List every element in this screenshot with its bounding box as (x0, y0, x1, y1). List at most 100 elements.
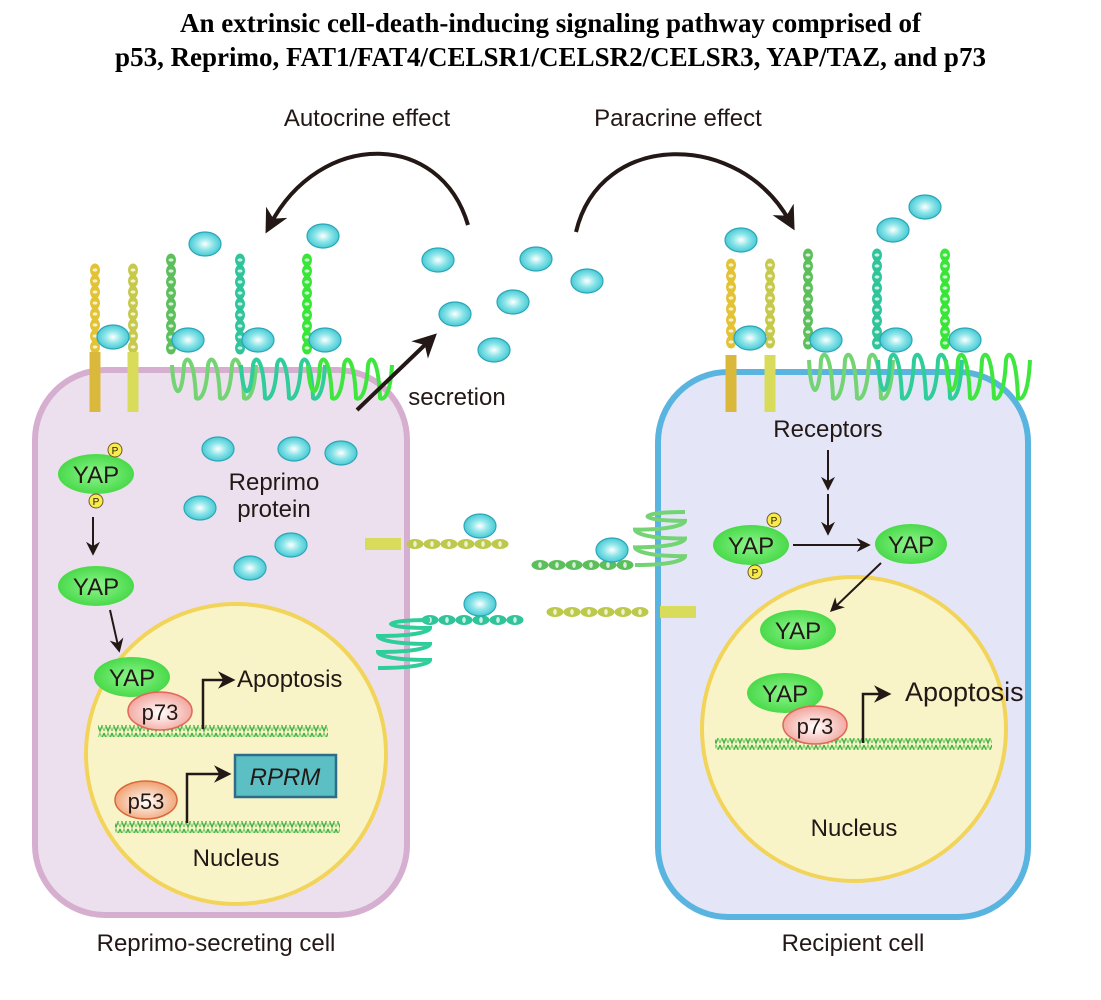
apoptosis-label-right: Apoptosis (905, 677, 1024, 707)
cadherin-repeat-chain (726, 258, 736, 349)
svg-text:P: P (112, 446, 119, 457)
p73-left: p73 (127, 691, 193, 731)
yap-nuclear-right: YAP (760, 610, 836, 650)
reprimo-protein-icon (908, 194, 942, 220)
dna-helix-icon (115, 821, 340, 833)
transcription-arrow-apoptosis-right (861, 685, 892, 743)
seven-pass-transmembrane-icon (944, 352, 1032, 401)
yap-p73-complex-right: YAP p73 (747, 673, 848, 745)
reprimo-protein-icon (183, 495, 217, 521)
reprimo-protein-icon (233, 555, 267, 581)
nucleus-label-right: Nucleus (811, 815, 898, 842)
paracrine-arrow (574, 152, 795, 233)
reprimo-protein-icon (241, 327, 275, 353)
title-line-2: p53, Reprimo, FAT1/FAT4/CELSR1/CELSR2/CE… (115, 42, 986, 72)
reprimo-protein-icon (948, 327, 982, 353)
cadherin-repeat-chain (406, 539, 509, 549)
reprimo-protein-icon (274, 532, 308, 558)
reprimo-protein-icon (96, 324, 130, 350)
cadherin-repeat-chain (803, 248, 813, 350)
transmembrane-anchor (89, 352, 101, 412)
svg-text:P: P (771, 516, 778, 527)
reprimo-protein-icon (876, 217, 910, 243)
svg-text:p53: p53 (128, 789, 165, 814)
dna-helix-icon (715, 738, 992, 750)
transcription-arrow-rprm (185, 765, 232, 823)
nucleus-right (700, 575, 1008, 883)
reprimo-protein-icon (438, 301, 472, 327)
secretion-label: secretion (408, 384, 505, 411)
rprm-gene-label: RPRM (250, 764, 321, 791)
svg-text:p73: p73 (797, 714, 834, 739)
phosphate-icon: P (747, 564, 763, 580)
cadherin-repeat-chain (765, 258, 775, 349)
cadherin-repeat-chain (128, 263, 138, 354)
svg-text:YAP: YAP (762, 681, 808, 708)
reprimo-protein-icon (879, 327, 913, 353)
reprimo-protein-icon (519, 246, 553, 272)
reprimo-protein-icon (188, 231, 222, 257)
transmembrane-anchor (127, 352, 139, 412)
transmembrane-anchor (660, 606, 696, 618)
reprimo-protein-icon (171, 327, 205, 353)
reprimo-protein-icon (809, 327, 843, 353)
reprimo-protein-icon (477, 337, 511, 363)
reprimo-protein-icon (324, 440, 358, 466)
nucleus-label-left: Nucleus (193, 845, 280, 872)
svg-text:YAP: YAP (728, 533, 774, 560)
reprimo-protein-icon (463, 591, 497, 617)
reprimo-protein-icon (570, 268, 604, 294)
paracrine-label: Paracrine effect (594, 105, 762, 132)
seven-pass-transmembrane-icon (375, 618, 433, 670)
yap-left: YAP (58, 566, 134, 606)
cadherin-repeat-chain (235, 253, 245, 355)
svg-text:YAP: YAP (73, 574, 119, 601)
phosphate-icon: P (766, 512, 782, 528)
cadherin-repeat-chain (421, 615, 524, 625)
title-line-1: An extrinsic cell-death-inducing signali… (179, 8, 922, 38)
yap-nuclear-left: YAP (94, 657, 170, 697)
reprimo-proteins-group (96, 194, 982, 617)
svg-text:YAP: YAP (888, 532, 934, 559)
receptors-label: Receptors (773, 416, 882, 443)
reprimo-protein-icon (463, 513, 497, 539)
reprimo-protein-label-1: Reprimo (229, 469, 320, 496)
reprimo-protein-icon (306, 223, 340, 249)
left-cell-label: Reprimo-secreting cell (97, 930, 336, 957)
figure-title: An extrinsic cell-death-inducing signali… (0, 6, 1101, 74)
transcription-arrow-apoptosis-left (201, 671, 236, 729)
reprimo-protein-icon (277, 436, 311, 462)
dna-helix-icon (98, 725, 328, 737)
nuclear-import-arrow-right (829, 562, 882, 612)
receptors-group (89, 248, 1032, 670)
reprimo-protein-icon (733, 325, 767, 351)
cadherin-repeat-chain (546, 607, 649, 617)
cadherin-repeat-chain (940, 248, 950, 350)
yap-label: YAP (73, 462, 119, 489)
reprimo-protein-icon (724, 227, 758, 253)
reprimo-protein-label-2: protein (237, 496, 310, 523)
reprimo-protein-icon (308, 327, 342, 353)
rprm-gene-box: RPRM (233, 753, 338, 799)
phosphate-icon: P (107, 442, 123, 458)
cadherin-repeat-chain (872, 248, 882, 350)
yap-active-right: YAP (875, 524, 947, 564)
autocrine-label: Autocrine effect (284, 105, 451, 132)
yap-phospho-left: YAP P P (58, 442, 134, 509)
svg-text:P: P (752, 568, 759, 579)
transmembrane-anchor (764, 355, 776, 412)
reprimo-protein-icon (421, 247, 455, 273)
transmembrane-anchor (365, 538, 401, 550)
apoptosis-label-left: Apoptosis (237, 666, 342, 693)
transmembrane-anchor (725, 355, 737, 412)
seven-pass-transmembrane-icon (632, 510, 688, 567)
cadherin-repeat-chain (531, 560, 634, 570)
svg-text:YAP: YAP (109, 665, 155, 692)
phosphate-icon: P (88, 493, 104, 509)
yap-phospho-right: YAP P P (713, 512, 789, 580)
cadherin-repeat-chain (166, 253, 176, 355)
nuclear-import-arrow-left (109, 609, 124, 653)
reprimo-protein-icon (595, 537, 629, 563)
svg-text:P: P (93, 497, 100, 508)
